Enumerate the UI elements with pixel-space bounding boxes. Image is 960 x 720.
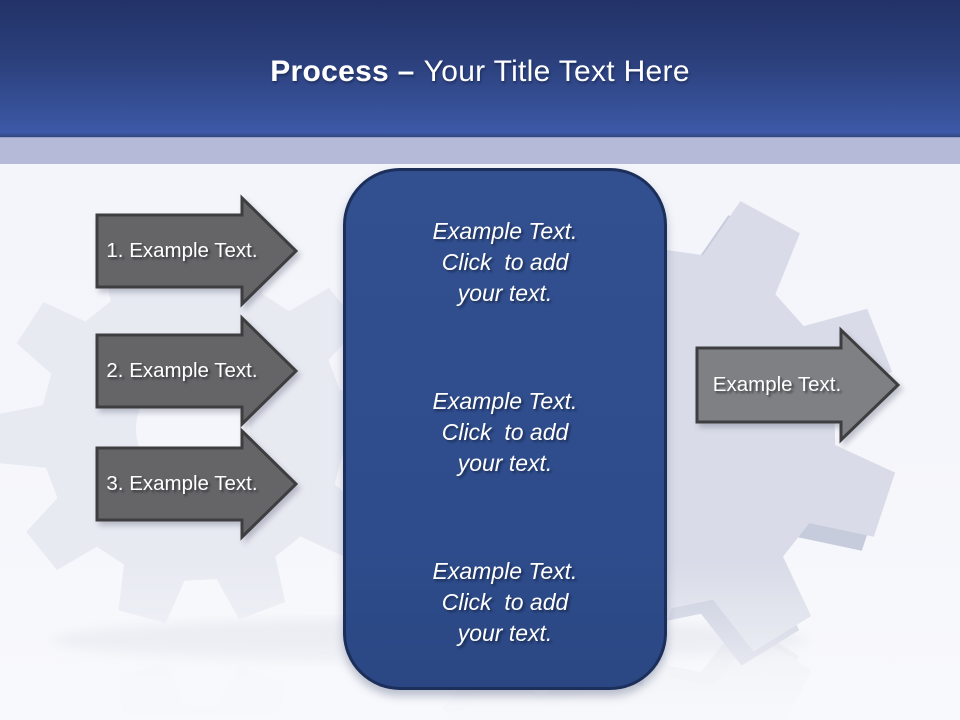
text-block-1: Example Text. Click to add your text. <box>432 218 578 306</box>
right-arrow-shape-icon <box>95 194 299 308</box>
right-arrow-shape-icon <box>95 427 299 541</box>
process-arrow-2: 2. Example Text. <box>94 314 300 428</box>
title-emphasis: Process – <box>270 54 415 88</box>
page-title: Process –Your Title Text Here <box>270 55 690 89</box>
accent-band <box>0 137 960 164</box>
output-arrow-label: Example Text. <box>712 373 842 396</box>
output-arrow: Example Text. <box>694 326 902 444</box>
example-text-box: Example Text. Click to add your text. Ex… <box>343 168 667 690</box>
text-block-3: Example Text. Click to add your text. <box>432 558 578 646</box>
process-arrow-2-label: 2. Example Text. <box>106 359 258 382</box>
process-arrow-3-label: 3. Example Text. <box>106 472 258 495</box>
title-text: Your Title Text Here <box>423 54 690 88</box>
slide-header: Process –Your Title Text Here <box>0 0 960 137</box>
process-arrow-1: 1. Example Text. <box>94 194 300 308</box>
process-arrow-1-label: 1. Example Text. <box>106 239 258 262</box>
right-arrow-shape-icon <box>95 314 299 428</box>
process-arrow-3: 3. Example Text. <box>94 427 300 541</box>
right-arrow-shape-icon <box>695 326 901 444</box>
text-block-2: Example Text. Click to add your text. <box>432 388 578 476</box>
gear-icon <box>0 234 389 624</box>
